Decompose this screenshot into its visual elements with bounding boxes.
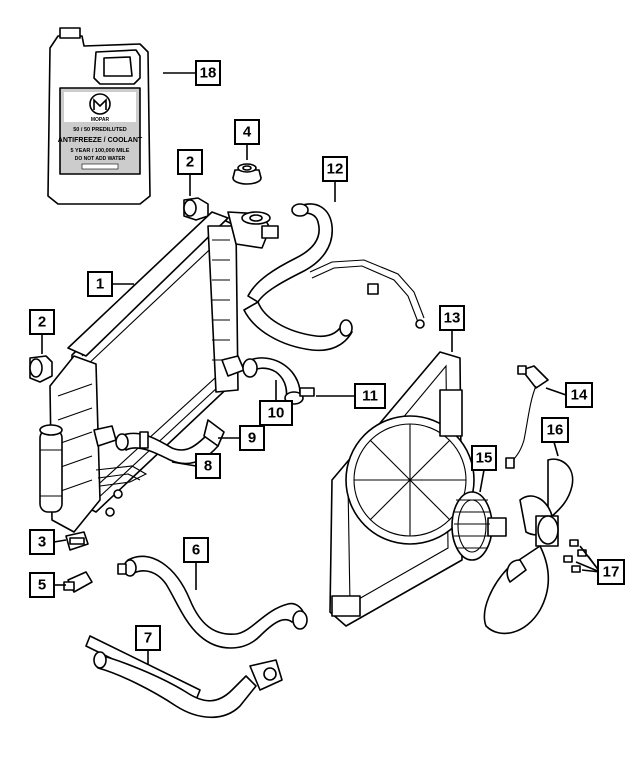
callout-12-number: 12 xyxy=(327,161,344,178)
callout-2-upper: 2 xyxy=(177,149,203,175)
leader-14 xyxy=(545,387,567,396)
leader-3 xyxy=(53,539,67,543)
drain-cock xyxy=(65,531,89,551)
callout-1: 1 xyxy=(87,271,113,297)
callout-16-number: 16 xyxy=(547,422,564,439)
leader-8 xyxy=(171,461,197,467)
callout-14-number: 14 xyxy=(571,387,588,404)
callout-3: 3 xyxy=(29,529,55,555)
sensor-with-harness xyxy=(505,365,549,469)
callout-1-number: 1 xyxy=(96,276,104,293)
callout-17-number: 17 xyxy=(603,564,620,581)
callout-2-upper-number: 2 xyxy=(186,154,194,171)
callout-2-lower-number: 2 xyxy=(38,314,46,331)
coolant-tube-assembly xyxy=(85,635,283,718)
callout-8-number: 8 xyxy=(204,458,212,475)
leader-15 xyxy=(479,469,485,493)
callout-11: 11 xyxy=(354,383,386,409)
leader-16 xyxy=(553,441,559,457)
callout-15: 15 xyxy=(471,445,497,471)
callout-6-number: 6 xyxy=(192,542,200,559)
callout-5-number: 5 xyxy=(38,577,46,594)
radiator-isolator-lower xyxy=(29,355,53,383)
callout-9: 9 xyxy=(239,425,265,451)
upper-radiator-hose xyxy=(243,203,425,352)
callout-7-number: 7 xyxy=(144,630,152,647)
callout-9-number: 9 xyxy=(248,430,256,447)
callout-13: 13 xyxy=(439,305,465,331)
callout-15-number: 15 xyxy=(476,450,493,467)
short-hose-with-clamp xyxy=(242,357,315,405)
callout-14: 14 xyxy=(565,382,593,408)
callout-18: 18 xyxy=(195,60,221,86)
fan-bolts xyxy=(563,539,587,573)
radiator xyxy=(39,211,279,533)
jug-label-line2: ANTIFREEZE / COOLANT xyxy=(58,137,143,144)
lower-radiator-hose xyxy=(117,555,308,649)
jug-label-line4: DO NOT ADD WATER xyxy=(75,156,126,162)
callout-8: 8 xyxy=(195,453,221,479)
callout-6: 6 xyxy=(183,537,209,563)
callout-4-number: 4 xyxy=(243,124,252,141)
callout-12: 12 xyxy=(322,156,348,182)
callout-13-number: 13 xyxy=(444,310,461,327)
radiator-isolator-upper xyxy=(183,197,209,221)
callout-10: 10 xyxy=(259,400,293,426)
callout-3-number: 3 xyxy=(38,534,46,551)
jug-brand-text: MOPAR xyxy=(91,117,110,123)
callout-4: 4 xyxy=(234,119,260,145)
callout-11-number: 11 xyxy=(362,388,378,405)
callout-2-lower: 2 xyxy=(29,309,55,335)
fan-shroud xyxy=(329,351,475,627)
callout-17: 17 xyxy=(597,559,625,585)
lower-inlet-hose xyxy=(115,419,225,465)
temperature-sensor xyxy=(63,571,93,593)
callout-18-number: 18 xyxy=(200,65,217,82)
fan-clutch xyxy=(451,491,507,561)
callout-10-number: 10 xyxy=(268,405,285,422)
radiator-cap xyxy=(232,163,262,185)
callout-16: 16 xyxy=(541,417,569,443)
coolant-jug: MOPAR 50 / 50 PREDILUTED ANTIFREEZE / CO… xyxy=(47,27,151,205)
jug-label-line3: 5 YEAR / 100,000 MILE xyxy=(71,148,130,154)
jug-label-line1: 50 / 50 PREDILUTED xyxy=(73,127,127,133)
leader-17 xyxy=(575,545,601,573)
fan-blade xyxy=(483,458,574,635)
callout-7: 7 xyxy=(135,625,161,651)
callout-5: 5 xyxy=(29,572,55,598)
